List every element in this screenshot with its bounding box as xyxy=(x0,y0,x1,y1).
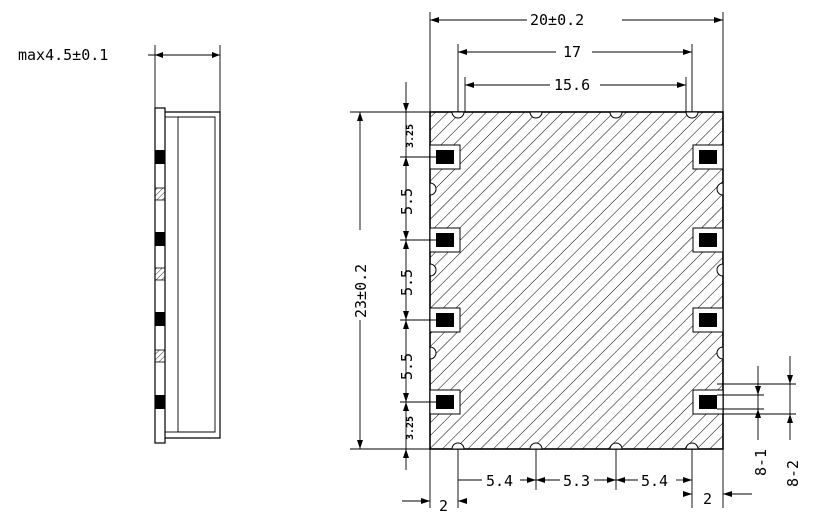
module-outline xyxy=(429,111,724,450)
side-pad-hatched xyxy=(154,187,166,201)
bottom-notches xyxy=(451,442,699,450)
side-pad-solid xyxy=(155,395,165,409)
pitch-label-1: 5.5 xyxy=(398,188,416,215)
top-notches xyxy=(451,111,699,119)
side-pad-hatched xyxy=(154,267,166,281)
bottom-dimensions: 5.4 5.3 5.4 2 2 xyxy=(402,449,752,515)
side-pad-solid xyxy=(155,312,165,326)
pad-dim-1-label: 8-1 xyxy=(752,449,770,476)
side-shield-outer xyxy=(165,111,221,439)
edge-margin-bottom-label: 3.25 xyxy=(405,416,416,440)
side-view: max4.5±0.1 xyxy=(18,45,221,444)
bottom-right-offset-label: 2 xyxy=(703,490,712,508)
width-pad-centers-label: 17 xyxy=(563,43,581,61)
height-overall-label: 23±0.2 xyxy=(352,264,370,318)
pitch-label-3: 5.5 xyxy=(398,353,416,380)
edge-margin-top-label: 3.25 xyxy=(405,124,416,148)
left-notches xyxy=(429,182,437,360)
side-arrow-left xyxy=(155,52,163,58)
pad-dim-2-label: 8-2 xyxy=(784,460,802,487)
bottom-spacing-label-2: 5.3 xyxy=(563,472,590,490)
side-pad-solid xyxy=(155,232,165,246)
pad-detail-dimensions: 8-1 8-2 xyxy=(717,356,802,487)
top-view: 20±0.2 17 15.6 23±0.2 xyxy=(350,11,802,515)
bottom-spacing-label-1: 5.4 xyxy=(486,472,513,490)
right-pads xyxy=(692,144,724,415)
pitch-label-2: 5.5 xyxy=(398,269,416,296)
side-pad-solid xyxy=(155,150,165,164)
bottom-left-offset-label: 2 xyxy=(439,497,448,515)
side-pad-hatched xyxy=(154,349,166,363)
side-thickness-label: max4.5±0.1 xyxy=(18,46,108,64)
pitch-dimensions: 3.25 5.5 5.5 5.5 3.25 xyxy=(398,82,436,470)
right-notches xyxy=(716,182,724,360)
module-body-hatch xyxy=(430,112,723,449)
width-inner-label: 15.6 xyxy=(554,76,590,94)
width-overall-label: 20±0.2 xyxy=(530,11,584,29)
side-arrow-right xyxy=(212,52,220,58)
bottom-spacing-label-3: 5.4 xyxy=(641,472,668,490)
side-shield-inner xyxy=(177,116,216,433)
top-dimensions: 20±0.2 17 15.6 xyxy=(429,11,724,112)
height-dimension: 23±0.2 xyxy=(350,111,430,450)
